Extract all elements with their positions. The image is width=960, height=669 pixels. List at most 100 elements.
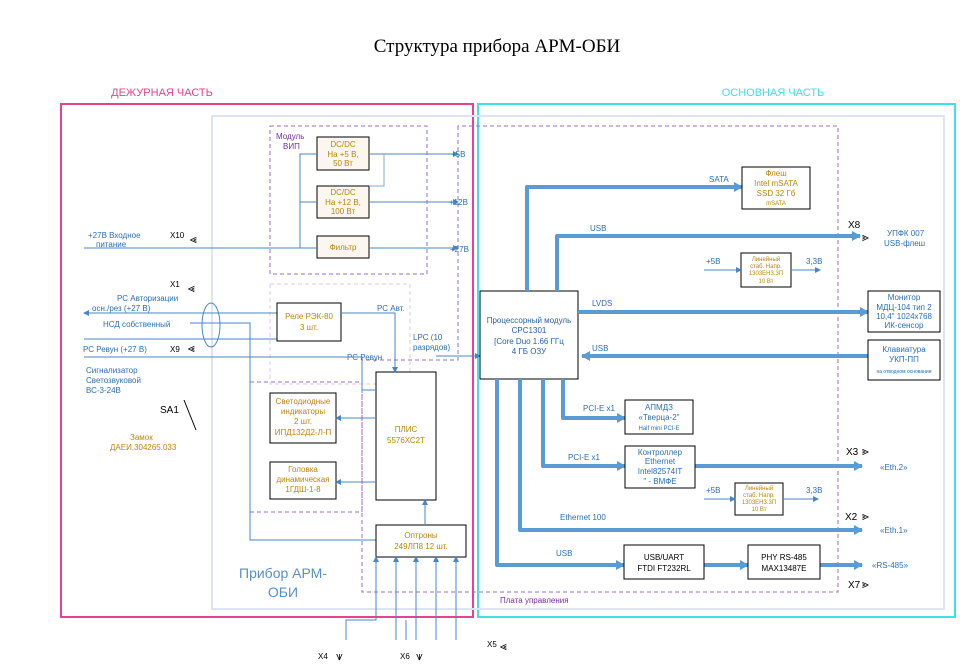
x9-connector-label: X9 xyxy=(170,345,180,354)
plus5v-label-1: +5В xyxy=(706,257,720,266)
linear-stab-2-line3: 1303ЕН3.3П xyxy=(742,500,776,506)
filter-label: Фильтр xyxy=(330,243,357,252)
fpga-line1: ПЛИС xyxy=(395,425,418,434)
head-line3: 1ГДШ-1-8 xyxy=(285,485,321,494)
siren-line2: Светозвуковой xyxy=(86,376,141,385)
keyboard-block xyxy=(867,339,941,381)
relay-line2: 3 шт. xyxy=(300,323,318,332)
apmdz-line2: «Тверца-2" xyxy=(638,413,679,422)
monitor-line4: ИК-сенсор xyxy=(885,321,924,330)
ethernet100-label: Ethernet 100 xyxy=(560,513,606,522)
x5-connector-label: X5 xyxy=(487,640,497,649)
x6-connector-label: X6 xyxy=(400,652,410,661)
rs-revun-label: РС Ревун (+27 В) xyxy=(83,345,147,354)
dcdc12-line1: DC/DC xyxy=(330,188,356,197)
monitor-line2: МДЦ-104 тип 2 xyxy=(876,303,932,312)
cpu-line3: [Core Duo 1.66 ГГц xyxy=(494,337,564,346)
opto-line1: Оптроны xyxy=(404,531,438,540)
leds-line2: индикаторы xyxy=(281,407,325,416)
x4-connector-label: X4 xyxy=(318,652,328,661)
x4-connector-icon: ⩛ xyxy=(336,649,343,663)
x9-connector-icon: ⪡ xyxy=(188,341,195,355)
nsd-label: НСД собственный xyxy=(103,320,170,329)
power-input-line1: +27В Входное xyxy=(88,231,141,240)
ethernet-controller-block xyxy=(624,445,696,489)
sa1-switch-label: SA1 xyxy=(160,405,179,416)
x8-connector-icon: ⪢ xyxy=(861,230,869,244)
duty-part-frame xyxy=(60,103,474,618)
sata-label: SATA xyxy=(709,175,729,184)
eth-ctrl-line3: Intel82574IT xyxy=(638,467,683,476)
eth-ctrl-line4: " - ВМФЕ xyxy=(643,477,676,486)
linear-stab-2-line4: 10 Вт xyxy=(752,507,767,513)
upfk-line2: USB-флеш xyxy=(884,239,925,248)
rs-auth-line2: осн./рез (+27 В) xyxy=(92,304,151,313)
flash-block xyxy=(741,166,811,210)
x3-connector-icon: ⪢ xyxy=(861,444,869,458)
x2-connector-label: X2 xyxy=(845,512,858,523)
rs-avt-label: РС Авт. xyxy=(377,304,405,313)
device-label-line1: Прибор АРМ- xyxy=(239,565,327,581)
flash-line2: Intel mSATA xyxy=(754,179,798,188)
dcdc5-line3: 50 Вт xyxy=(333,159,353,168)
x1-connector-label: X1 xyxy=(170,280,180,289)
usb-label-2: USB xyxy=(592,344,608,353)
siren-line3: ВС-3-24В xyxy=(86,386,121,395)
leds-line1: Светодиодные xyxy=(276,397,331,406)
vip-out-27v: +27В xyxy=(450,245,469,254)
fpga-block xyxy=(375,371,437,501)
usb-uart-block xyxy=(623,544,705,580)
main-part-label: ОСНОВНАЯ ЧАСТЬ xyxy=(722,87,825,99)
duty-part-label: ДЕЖУРНАЯ ЧАСТЬ xyxy=(111,87,213,99)
keyboard-line1: Клавиатура xyxy=(882,345,926,354)
phy-line2: MAX13487E xyxy=(762,564,807,573)
leds-line3: 2 шт. xyxy=(294,417,312,426)
monitor-block xyxy=(867,290,941,333)
usb-label-1: USB xyxy=(590,224,606,233)
opto-block xyxy=(375,524,467,558)
linear-stab-1-line4: 10 Вт xyxy=(759,279,774,285)
filter-block xyxy=(316,235,370,259)
leds-block xyxy=(269,392,337,444)
linear-stab-2-line2: стаб. Напр. xyxy=(743,493,775,499)
dcdc12-line2: На +12 В, xyxy=(325,198,361,207)
siren-line1: Сигнализатор xyxy=(86,366,138,375)
eth2-label: «Eth.2» xyxy=(880,463,908,472)
cpu-line4: 4 ГБ ОЗУ xyxy=(512,347,547,356)
x7-connector-icon: ⪢ xyxy=(861,577,869,591)
phy-line1: PHY RS-485 xyxy=(761,553,807,562)
vip-out-5v: +5В xyxy=(451,150,465,159)
dcdc5-line1: DC/DC xyxy=(330,140,356,149)
apmdz-line3: Half mini PCI-E xyxy=(638,426,679,432)
x3-connector-label: X3 xyxy=(846,447,859,458)
monitor-line1: Монитор xyxy=(888,293,921,302)
lpc-line1: LPC (10 xyxy=(413,333,443,342)
linear-stab-2-line1: Линейный xyxy=(745,485,773,492)
v33-label-1: 3,3В xyxy=(806,257,822,266)
linear-stab-1-line2: стаб. Напр. xyxy=(750,264,782,270)
x5-connector-icon: ⪡ xyxy=(500,639,507,653)
vip-label-1: Модуль xyxy=(276,132,304,141)
x6-connector-icon: ⩛ xyxy=(416,649,423,663)
cpu-module-block xyxy=(479,290,579,380)
x10-connector-label: X10 xyxy=(170,231,185,240)
vip-module-frame xyxy=(269,125,428,275)
lock-line2: ДАЕИ.304265.033 xyxy=(110,443,177,452)
rs-revun-signal: РС Ревун xyxy=(347,353,382,362)
dcdc5-line2: На +5 В, xyxy=(327,150,358,159)
leds-line4: ИПД132Д2-Л-П xyxy=(275,428,332,437)
x7-connector-label: X7 xyxy=(848,580,861,591)
eth-ctrl-line1: Контроллер xyxy=(638,448,683,457)
plus5v-label-2: +5В xyxy=(706,486,720,495)
control-board-label: Плата управления xyxy=(500,596,569,605)
flash-line3: SSD 32 Гб xyxy=(757,189,796,198)
sa1-switch-icon xyxy=(183,399,197,431)
keyboard-line2: УКП-ПП xyxy=(889,355,919,364)
dcdc12-line3: 100 Вт xyxy=(331,207,356,216)
v33-label-2: 3,3В xyxy=(806,486,822,495)
vip-out-12v: +12В xyxy=(449,198,468,207)
device-label-line2: ОБИ xyxy=(268,584,298,600)
duty-dashed-frame xyxy=(269,283,411,385)
rs-auth-line1: РС Авторизации xyxy=(117,294,178,303)
head-line1: Головка xyxy=(288,465,318,474)
